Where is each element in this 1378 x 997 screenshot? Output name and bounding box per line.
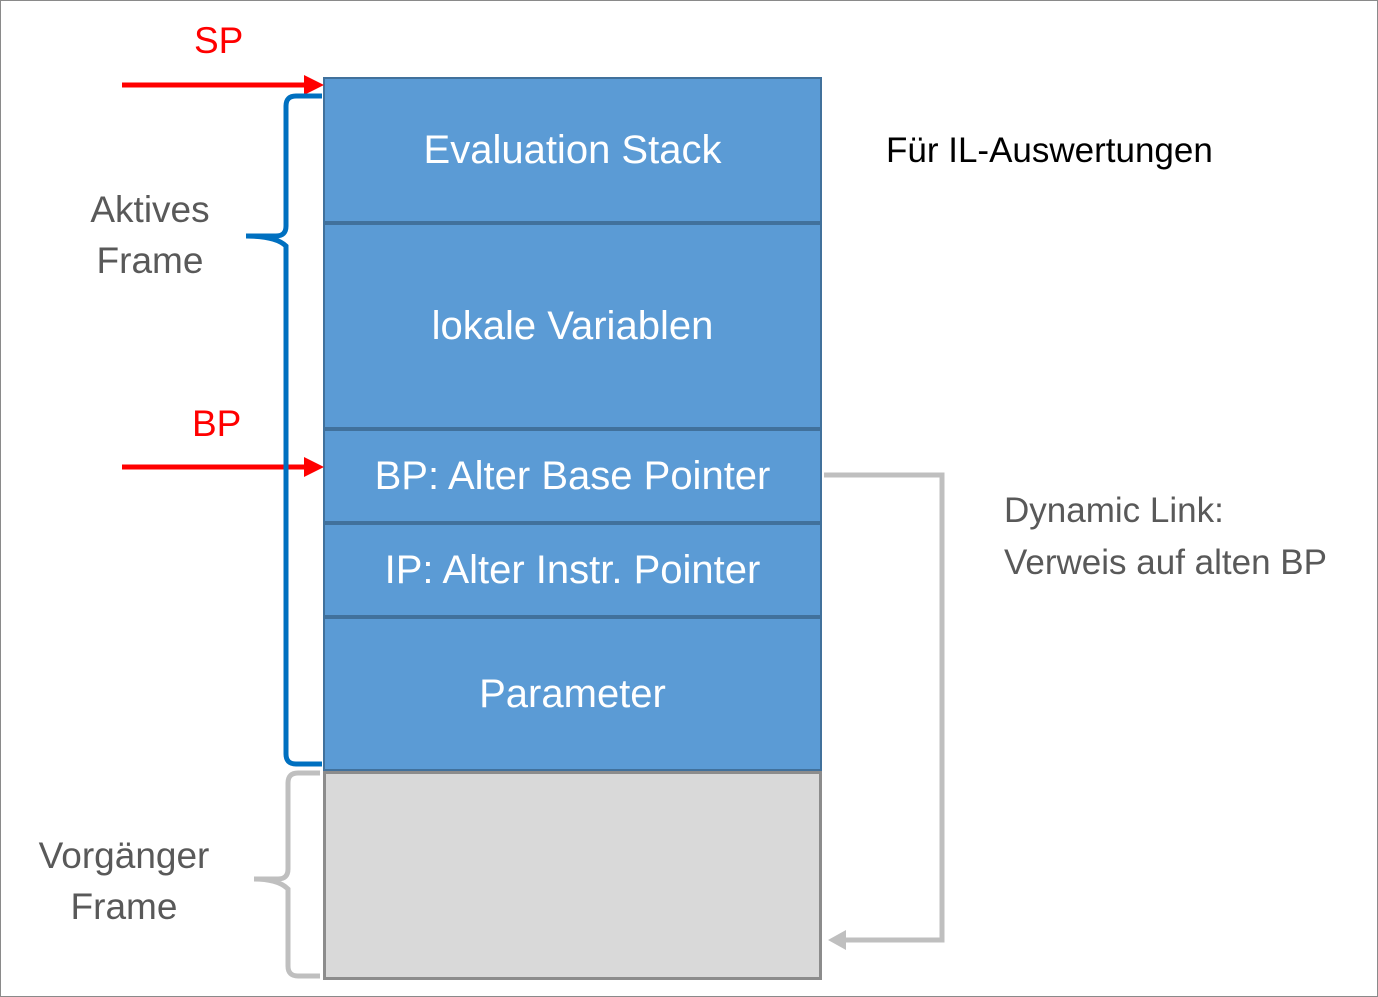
- instr-pointer-block: IP: Alter Instr. Pointer: [323, 523, 822, 617]
- dynamic-link-arrow: [824, 472, 945, 950]
- bp-label: BP: [192, 403, 242, 444]
- parameter-label: Parameter: [479, 671, 666, 716]
- sp-arrow: [122, 75, 324, 95]
- sp-label: SP: [194, 20, 244, 61]
- previous-frame-brace: [253, 770, 320, 979]
- bp-arrow: [122, 457, 324, 477]
- active-frame-label: Aktives Frame: [60, 184, 240, 286]
- instr-pointer-label: IP: Alter Instr. Pointer: [384, 547, 761, 592]
- base-pointer-block: BP: Alter Base Pointer: [323, 429, 822, 523]
- parameter-block: Parameter: [323, 617, 822, 771]
- previous-frame-label-line1: Vorgänger: [38, 835, 210, 876]
- dynamic-link-note-line2: Verweis auf alten BP: [1004, 543, 1327, 582]
- dynamic-link-note: Dynamic Link: Verweis auf alten BP: [1004, 485, 1327, 589]
- active-frame-label-line2: Frame: [96, 240, 204, 281]
- active-frame-label-line1: Aktives: [90, 189, 210, 230]
- previous-frame-label: Vorgänger Frame: [24, 830, 224, 932]
- previous-frame-block: [323, 771, 822, 980]
- il-evaluations-note: Für IL-Auswertungen: [886, 131, 1213, 170]
- active-frame-brace: [245, 93, 322, 767]
- local-variables-label: lokale Variablen: [431, 303, 714, 348]
- local-variables-block: lokale Variablen: [323, 223, 822, 429]
- base-pointer-label: BP: Alter Base Pointer: [374, 453, 771, 498]
- evaluation-stack-block: Evaluation Stack: [323, 77, 822, 223]
- evaluation-stack-label: Evaluation Stack: [423, 127, 722, 172]
- dynamic-link-note-line1: Dynamic Link:: [1004, 491, 1224, 530]
- previous-frame-label-line2: Frame: [70, 886, 178, 927]
